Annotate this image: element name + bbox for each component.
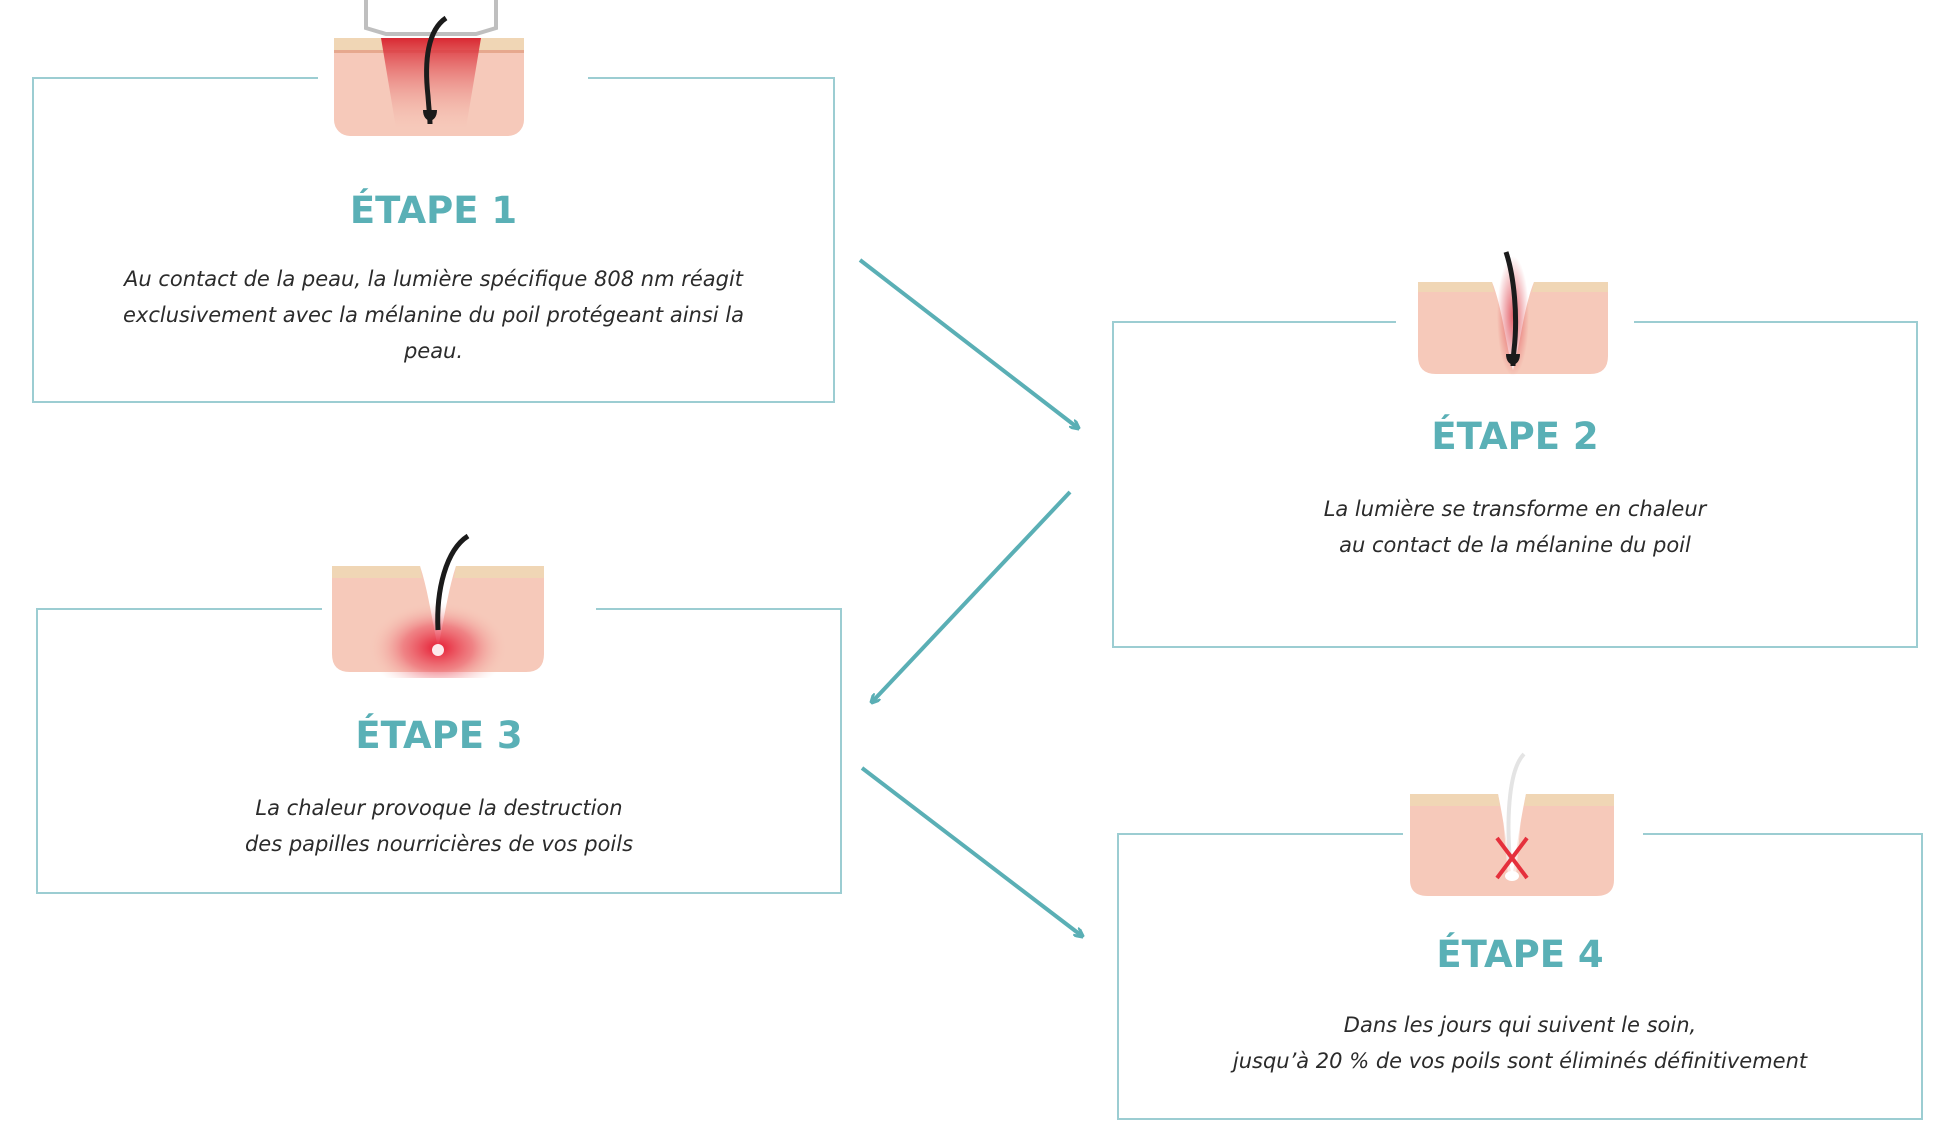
eliminated-hair-icon <box>1410 752 1614 896</box>
arrow-step1-to-step2 <box>858 258 1078 428</box>
step-description: Au contact de la peau, la lumière spécif… <box>122 267 744 363</box>
step-description: Dans les jours qui suivent le soin, jusq… <box>1232 1013 1808 1073</box>
step-title: ÉTAPE 1 <box>349 189 518 232</box>
arrow-step3-to-step4 <box>860 766 1082 936</box>
step-description: La chaleur provoque la destruction des p… <box>244 796 634 856</box>
step-title: ÉTAPE 3 <box>355 714 523 757</box>
destroyed-papilla-icon <box>332 533 544 678</box>
step-title: ÉTAPE 4 <box>1436 933 1604 976</box>
step-description: La lumière se transforme en chaleur au c… <box>1323 497 1707 557</box>
heated-hair-follicle-icon <box>1418 251 1608 376</box>
step-title: ÉTAPE 2 <box>1431 415 1599 458</box>
arrow-step2-to-step3 <box>872 490 1072 702</box>
laser-light-on-hair-icon <box>334 0 524 136</box>
